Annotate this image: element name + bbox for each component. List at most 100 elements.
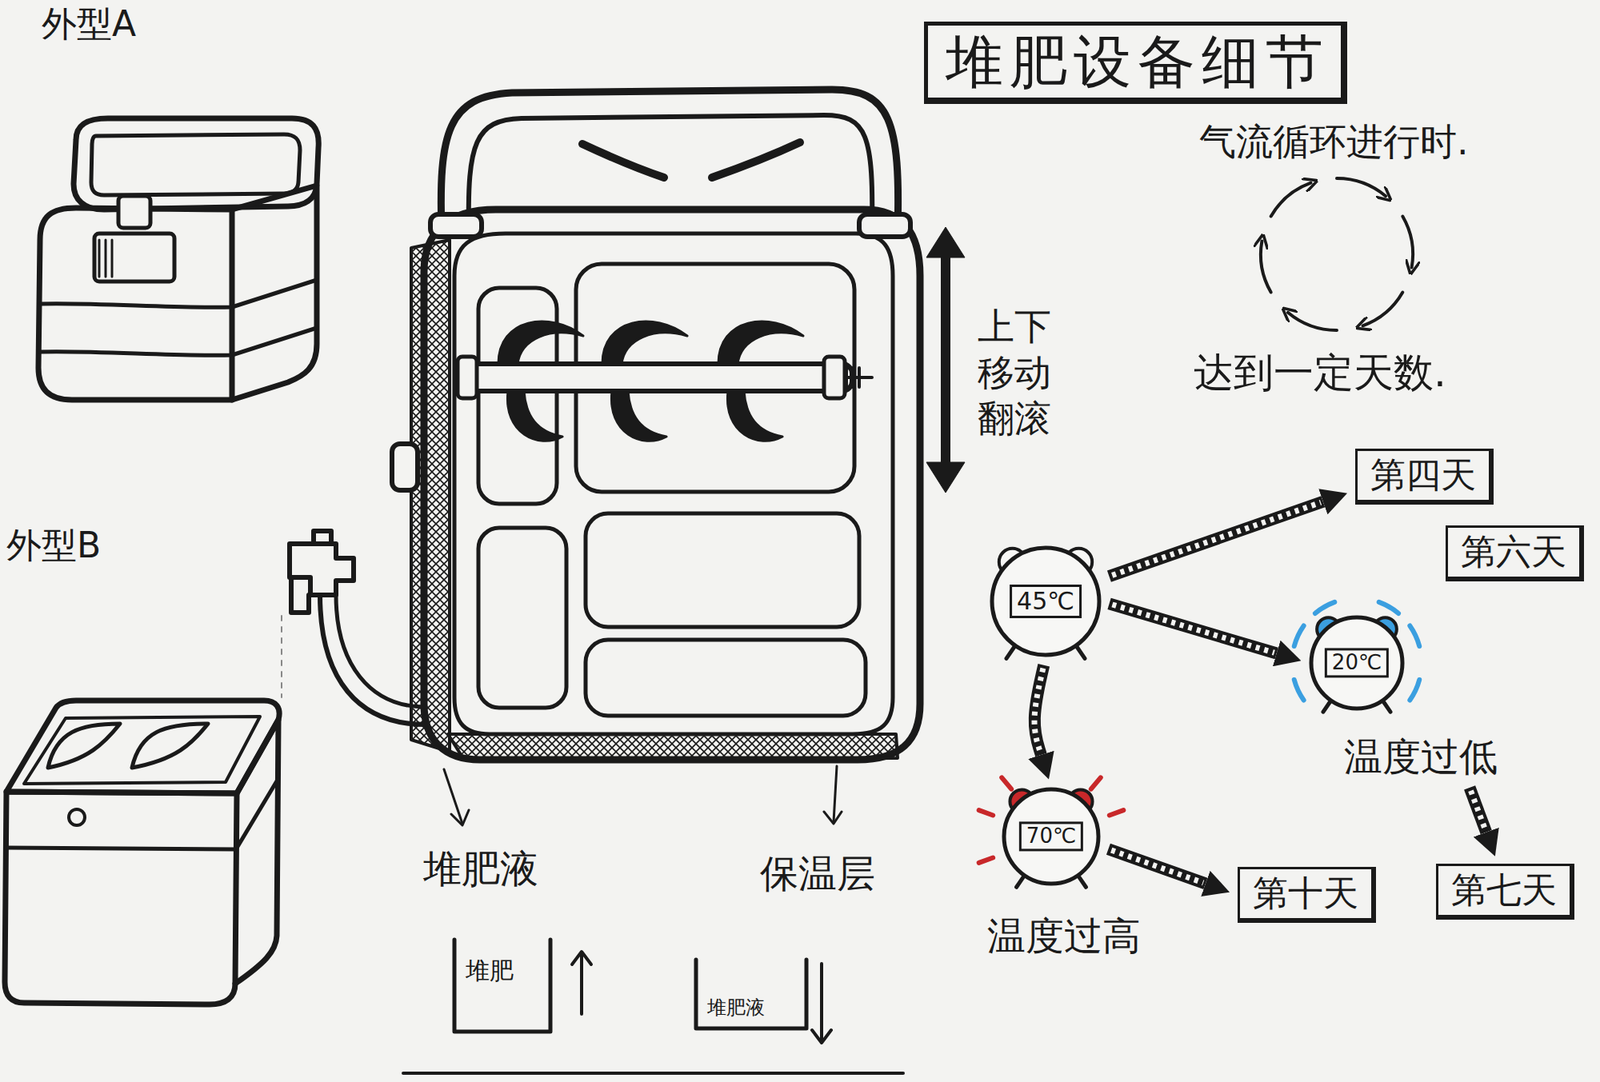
shape-b-illustration-part [6,780,278,850]
striped-arrow [1108,501,1323,576]
compost-device-part [478,528,567,708]
striped-arrow [1108,849,1206,884]
clock-node: 20℃温度过低 [1308,615,1498,781]
clock-face: 20℃ [1308,615,1405,712]
title-box: 堆肥设备细节 [924,21,1348,104]
compost-device-part [582,144,664,178]
day-text: 第四天 [1370,454,1476,497]
up-down-arrow [926,227,965,493]
day-text: 第十天 [1252,872,1359,916]
shape-label: 外型B [6,524,101,568]
arrow-stripes [1470,791,1485,831]
up-down-arrow-part [926,462,965,493]
clock-face: 45℃ [989,545,1102,658]
clock-face-outline [1311,617,1403,709]
temperature-reading: 70℃ [1019,821,1084,852]
airflow-cycle-part [1363,292,1404,327]
compost-device-part [859,214,911,237]
compost-device-part-part [718,321,804,364]
cold-wave [1315,602,1335,614]
compost-device-part-part [602,321,688,364]
cold-wave [1409,680,1420,700]
shape-label: 外型A [41,3,136,46]
connector [1034,665,1044,756]
airflow-cycle-part [1271,183,1312,217]
cold-wave [1294,680,1304,700]
shape-a-illustration-part [91,134,300,196]
cold-wave [1409,626,1420,647]
shape-b-illustration-part [235,720,279,984]
striped-arrow [1034,665,1044,756]
containers-part [812,964,832,1044]
shape-b-illustration [4,616,282,1005]
note-label: 气流循环进行时. [1199,120,1469,164]
arrow-stripes [1034,668,1044,753]
arrow-stripes [1112,502,1321,576]
compost-device-part [289,544,354,596]
leader-arrows-part [833,766,837,823]
day-box: 第十天 [1237,867,1376,924]
compost-device-part [392,444,418,491]
shape-b-illustration-part [132,724,208,768]
cold-wave [1379,602,1399,614]
connector [1469,788,1487,833]
compost-device-part [291,577,309,613]
compost-device-part [448,734,898,760]
heat-mark [1091,777,1101,789]
day-box: 第七天 [1436,864,1575,920]
state-label: 温度过高 [987,913,1141,960]
shape-a-illustration-part [40,328,317,356]
arrow-stripes [1111,850,1204,884]
compost-device-part [712,142,800,178]
airflow-cycle-part [1402,216,1413,268]
compost-device-part [468,115,873,232]
compost-device-part [430,214,482,237]
heat-mark [1001,777,1012,789]
connector [1108,501,1323,576]
airflow-cycle-part [1336,178,1386,196]
containers-part [403,1072,904,1076]
connector [1109,604,1277,654]
containers [403,940,904,1074]
container-label: 堆肥液 [707,996,765,1020]
compost-device-part [498,321,804,441]
striped-arrow [1109,604,1277,654]
shape-a-illustration-part [99,240,112,277]
compost-device-part [313,531,332,544]
compost-device-part [457,356,477,399]
clock-face: 70℃ [1001,787,1101,887]
compost-device-part-part [611,391,667,441]
airflow-cycle-part [1288,312,1337,331]
up-down-arrow-part [926,227,965,258]
compost-device-part [824,356,845,399]
temperature-reading: 45℃ [1009,584,1082,619]
clock-face-outline [1004,789,1099,884]
compost-device [289,89,920,760]
compost-device-part [454,233,893,735]
leader-arrows [444,766,842,826]
compost-device-part [336,595,426,708]
containers-part [572,952,592,1015]
clock-node: 70℃ 温度过高 [987,787,1141,960]
heat-mark [979,858,993,864]
heat-mark [1109,810,1124,816]
containers-part [696,960,807,1029]
shape-a-illustration-part [94,233,175,282]
day-box: 第六天 [1445,525,1584,582]
leader-arrows-part [824,812,842,824]
leader-arrows-part [451,810,469,826]
shape-b-illustration-part [280,616,283,698]
note-label: 达到一定天数. [1193,348,1447,397]
shape-b-illustration-part [4,792,237,1005]
striped-arrow [1469,788,1487,833]
compost-device-part [585,640,866,716]
container-label: 堆肥 [465,956,514,986]
day-text: 第六天 [1460,531,1567,574]
clock-face-outline [992,548,1100,656]
compost-device-part-part [507,391,563,441]
temperature-reading: 20℃ [1324,648,1389,678]
compost-device-part [320,595,426,725]
connector [1108,849,1206,884]
shape-b-illustration-part [48,724,120,768]
compost-device-part [411,240,450,752]
